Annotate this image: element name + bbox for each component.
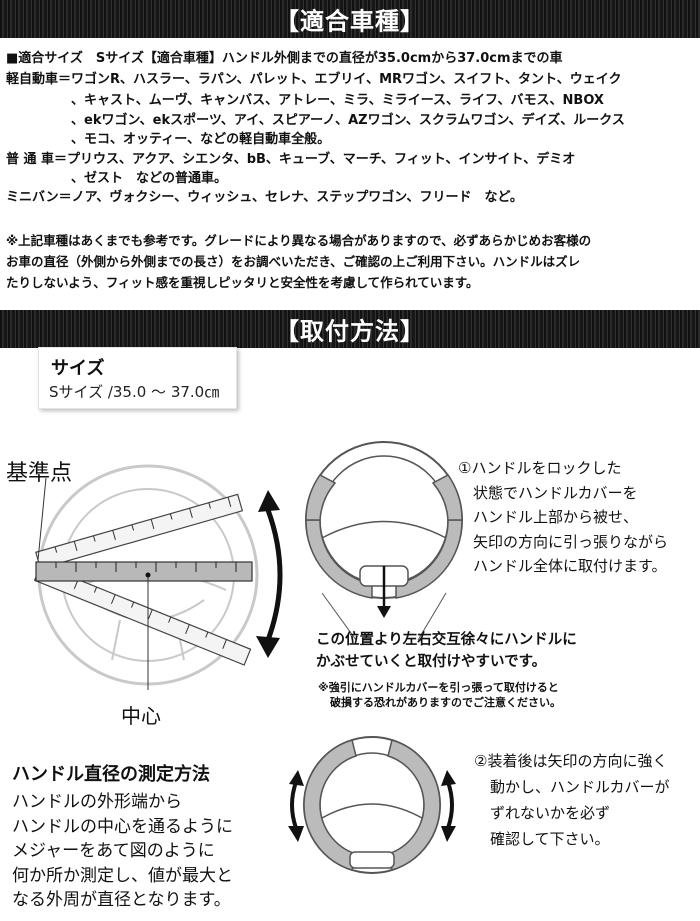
ref-point-pointer: [37, 477, 47, 561]
measure-text: ハンドルの外形端から ハンドルの中心を通るように メジャーをあて図のように 何か…: [12, 790, 233, 913]
step1-line: 矢印の方向に引っ張りながら: [473, 532, 669, 551]
measure-line: ハンドルの中心を通るように: [12, 816, 233, 837]
section-title: 【適合車種】: [275, 7, 425, 36]
caution-note: ※強引にハンドルカバーを引っ張って取付けると 破損する恐れがありますのでご注意く…: [318, 680, 561, 710]
standard-car-line: 、ゼスト などの普通車。: [6, 171, 228, 186]
steering-wheel-step1-icon: [305, 441, 463, 641]
rotate-arrow-icon: [256, 490, 283, 658]
measuring-tape-upper: [35, 493, 244, 570]
step1-line: ハンドル上部から被せ、: [473, 508, 639, 526]
measure-line: 何か所か測定し、値が最大と: [12, 865, 233, 886]
rotate-arrow-right-icon: [441, 770, 456, 842]
caution-line: ※強引にハンドルカバーを引っ張って取付けると: [318, 681, 559, 694]
measuring-tape-middle: [35, 561, 253, 582]
size-box-heading: サイズ: [51, 358, 105, 379]
disclaimer-line: お車の直径（外側から外側までの長さ）をお調べいただき、ご確認の上ご利用下さい。ハ…: [6, 254, 581, 269]
steering-wheel-step2-icon: [303, 736, 441, 874]
step2-text: ②装着後は矢印の方向に強く 動かし、ハンドルカバーが ずれないかを必ず 確認して…: [474, 748, 670, 852]
measuring-tape-lower: [33, 563, 252, 666]
install-tip: この位置より左右交互徐々にハンドルに かぶせていくと取付けやすいです。: [316, 629, 577, 673]
rotate-arrow-left-icon: [288, 770, 304, 842]
measure-title: ハンドル直径の測定方法: [12, 764, 210, 785]
step2-line: 確認して下さい。: [490, 830, 610, 848]
minivan-line: ミニバン＝ノア、ヴォクシー、ウィッシュ、セレナ、ステップワゴン、フリード など。: [6, 190, 523, 205]
step2-line: ずれないかを必ず: [490, 804, 611, 822]
size-line: ■適合サイズ Sサイズ【適合車種】ハンドル外側までの直径が35.0cmから37.…: [6, 51, 563, 66]
standard-car-line: 普 通 車＝プリウス、アクア、シエンタ、bB、キューブ、マーチ、フィット、インサ…: [6, 152, 576, 167]
tip-line: この位置より左右交互徐々にハンドルに: [316, 632, 577, 648]
center-dot: [145, 572, 151, 578]
measure-line: メジャーをあて図のように: [12, 841, 215, 861]
step1-text: ①ハンドルをロックした 状態でハンドルカバーを ハンドル上部から被せ、 矢印の方…: [458, 456, 668, 579]
caution-line: 破損する恐れがありますのでご注意ください。: [330, 696, 561, 709]
step2-line: ②装着後は矢印の方向に強く: [474, 752, 668, 770]
center-label: 中心: [121, 704, 161, 728]
tip-line: かぶせていくと取付けやすいです。: [316, 654, 547, 670]
kei-car-line: 、ekワゴン、ekスポーツ、アイ、スピアーノ、AZワゴン、スクラムワゴン、デイズ…: [6, 113, 625, 128]
measure-line: ハンドルの外形端から: [12, 792, 182, 812]
step1-line: ①ハンドルをロックした: [458, 459, 622, 477]
disclaimer-line: ※上記車種はあくまでも参考です。グレードにより異なる場合がありますので、必ずあら…: [6, 233, 592, 248]
kei-car-line: 軽自動車＝ワゴンR、ハスラー、ラパン、パレット、エブリイ、MRワゴン、スイフト、…: [6, 72, 622, 87]
size-box: サイズ Sサイズ /35.0 ～ 37.0㎝: [38, 347, 237, 409]
kei-car-line: 、キャスト、ムーヴ、キャンバス、アトレー、ミラ、ミライース、ライフ、バモス、NB…: [6, 93, 604, 108]
step1-line: 状態でハンドルカバーを: [473, 483, 638, 502]
kei-car-line: 、モコ、オッティー、などの軽自動車全般。: [6, 132, 331, 147]
size-box-value: Sサイズ /35.0 ～ 37.0㎝: [49, 383, 220, 401]
step2-line: 動かし、ハンドルカバーが: [490, 778, 670, 796]
section-banner-install: 【取付方法】: [0, 310, 700, 348]
step1-line: ハンドル全体に取付けます。: [473, 557, 667, 575]
section-title: 【取付方法】: [275, 317, 425, 346]
measure-line: なる外周が直径となります。: [12, 890, 231, 910]
steering-wheel-outline-icon: [37, 464, 259, 686]
disclaimer-line: たりしないよう、フィット感を重視しピッタリと安全性を考慮して作られています。: [6, 275, 479, 290]
ref-point-label: 基準点: [6, 461, 73, 486]
section-banner-compatible: 【適合車種】: [0, 0, 700, 38]
